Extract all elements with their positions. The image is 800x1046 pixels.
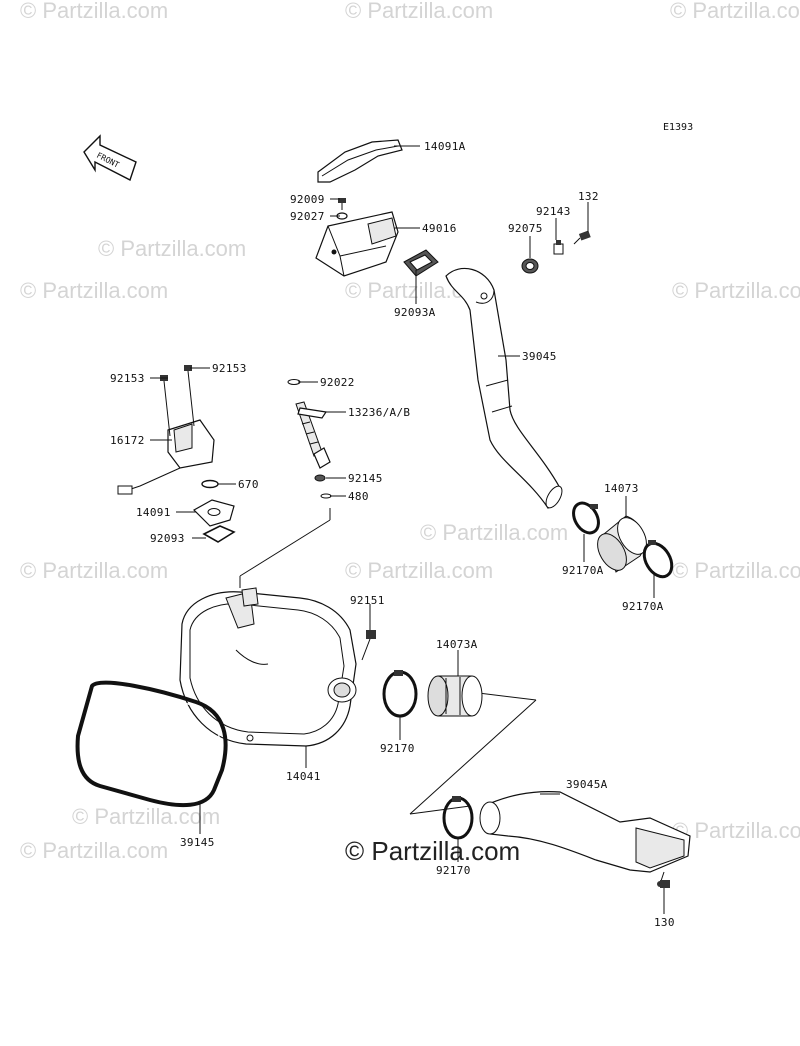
actuator-16172-part: [117, 419, 215, 495]
part-label-130: 130: [654, 916, 675, 929]
diagram-code: E1393: [663, 122, 693, 133]
coupler-14073: [597, 515, 647, 573]
part-label-92027: 92027: [290, 210, 325, 223]
part-label-39145: 39145: [180, 836, 215, 849]
converter-cover-14041-part: [179, 587, 357, 747]
clamp-92170A-upper: [572, 501, 600, 535]
part-label-92145: 92145: [348, 472, 383, 485]
front-arrow-icon: FRONT: [83, 134, 137, 181]
part-label-132: 132: [578, 190, 599, 203]
clamp-92170-lower: [442, 796, 474, 840]
cap-14091: [193, 499, 235, 527]
intake-duct-part: [315, 211, 399, 277]
bolt-130: [660, 880, 670, 888]
shaft-13236-part: [287, 379, 332, 499]
part-label-92151: 92151: [350, 594, 385, 607]
watermark: © Partzilla.com: [672, 278, 800, 303]
coupler-14073A: [427, 675, 483, 717]
part-label-92170A-upper: 92170A: [562, 564, 604, 577]
clamp-92170-middle: [382, 670, 418, 718]
part-label-39045A: 39045A: [566, 778, 608, 791]
o-ring-670: [201, 479, 219, 489]
watermark: © Partzilla.com: [20, 838, 168, 863]
bolt-92153-right: [184, 365, 195, 427]
part-label-14041: 14041: [286, 770, 321, 783]
watermark: © Partzilla.com: [420, 520, 568, 545]
part-label-92170-lower: 92170: [436, 864, 471, 877]
part-label-49016: 49016: [422, 222, 457, 235]
part-label-92143: 92143: [536, 205, 571, 218]
watermark: © Partzilla.com: [670, 0, 800, 23]
part-label-39045: 39045: [522, 350, 557, 363]
watermark-center: © Partzilla.com: [345, 836, 520, 866]
watermark: © Partzilla.com: [672, 818, 800, 843]
part-label-16172: 16172: [110, 434, 145, 447]
seal-92093A: [403, 249, 439, 277]
watermark-layer: © Partzilla.com © Partzilla.com © Partzi…: [20, 0, 800, 863]
part-label-92093: 92093: [150, 532, 185, 545]
watermark: © Partzilla.com: [98, 236, 246, 261]
part-label-670: 670: [238, 478, 259, 491]
watermark: © Partzilla.com: [72, 804, 220, 829]
part-label-92009: 92009: [290, 193, 325, 206]
part-label-92170-middle: 92170: [380, 742, 415, 755]
watermark: © Partzilla.com: [345, 558, 493, 583]
drive-belt-39145-part: [75, 680, 228, 808]
duct-39045A-part: [479, 791, 691, 887]
bolt-132: [573, 230, 591, 245]
part-label-14091: 14091: [136, 506, 171, 519]
part-label-92170A-lower: 92170A: [622, 600, 664, 613]
watermark: © Partzilla.com: [345, 0, 493, 23]
part-label-92075: 92075: [508, 222, 543, 235]
part-label-92153-left: 92153: [110, 372, 145, 385]
intake-cover-part: [317, 139, 403, 183]
bolt-92009: [338, 198, 346, 210]
fitting-92143: [553, 240, 564, 255]
grommet-92075: [521, 258, 539, 274]
watermark: © Partzilla.com: [20, 278, 168, 303]
watermark: © Partzilla.com: [20, 0, 168, 23]
part-label-92153-right: 92153: [212, 362, 247, 375]
part-label-92022: 92022: [320, 376, 355, 389]
bolt-92151: [361, 630, 376, 661]
part-label-14073A: 14073A: [436, 638, 478, 651]
part-label-13236: 13236/A/B: [348, 406, 410, 419]
watermark: © Partzilla.com: [20, 558, 168, 583]
part-label-14073: 14073: [604, 482, 639, 495]
part-label-14091A: 14091A: [424, 140, 466, 153]
clamp-92170A-lower: [642, 540, 674, 579]
gasket-92093: [202, 525, 236, 543]
part-label-92093A: 92093A: [394, 306, 436, 319]
hose-39045-part: [445, 267, 563, 510]
part-labels: 14091A 92009 92027 49016 92093A 92075 92…: [110, 140, 675, 929]
callout-lines: [150, 145, 665, 914]
part-label-480: 480: [348, 490, 369, 503]
watermark: © Partzilla.com: [672, 558, 800, 583]
bolt-92153-left: [160, 375, 171, 437]
